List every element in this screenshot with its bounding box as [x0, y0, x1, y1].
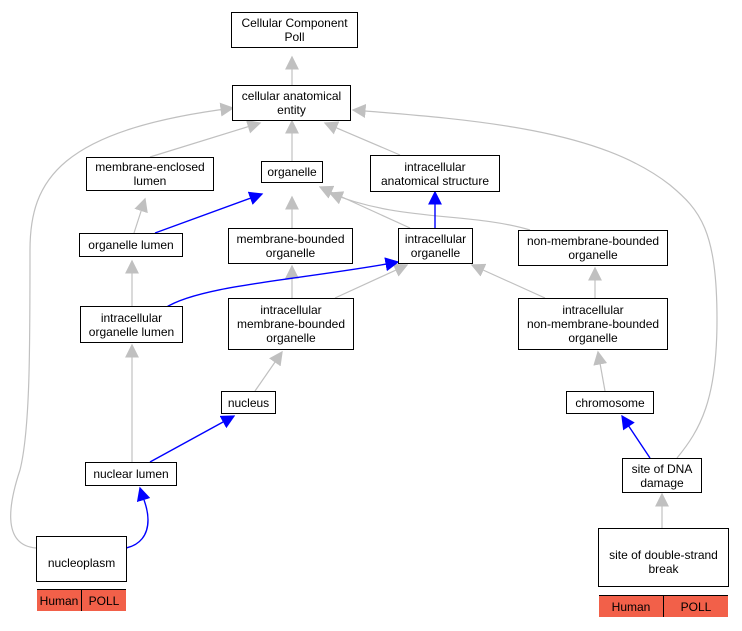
- node-nuclear-lumen[interactable]: nuclear lumen: [85, 462, 177, 486]
- node-organelle-lumen[interactable]: organelle lumen: [79, 233, 183, 257]
- node-organelle[interactable]: organelle: [261, 161, 323, 183]
- edge-chromosome-inmbo: [593, 350, 608, 392]
- edge-np-nl: [125, 486, 151, 549]
- node-intracellular-membrane-bounded-organelle[interactable]: intracellular membrane-bounded organelle: [228, 298, 354, 350]
- annotation-row: Human POLL: [599, 595, 728, 617]
- node-site-of-double-strand-break[interactable]: site of double-strand break Human POLL: [598, 528, 729, 617]
- edge-np-cae: [10, 102, 235, 549]
- node-intracellular-organelle[interactable]: intracellular organelle: [398, 228, 473, 264]
- graph-edges: [10, 55, 718, 549]
- edge-ias-cae: [323, 121, 401, 156]
- edge-ol-organelle: [154, 191, 264, 234]
- edge-ol-mel: [133, 197, 148, 234]
- edge-io-organelle: [318, 185, 411, 229]
- annotation-species-tag[interactable]: Human: [599, 596, 663, 617]
- node-intracellular-anatomical-structure[interactable]: intracellular anatomical structure: [370, 155, 500, 192]
- annotation-species-tag[interactable]: Human: [37, 590, 81, 611]
- edge-iol-io: [164, 257, 400, 309]
- edge-mel-cae: [149, 120, 262, 158]
- node-chromosome[interactable]: chromosome: [566, 391, 654, 414]
- annotation-gene-tag[interactable]: POLL: [81, 590, 126, 611]
- edge-nmbo-organelle: [328, 191, 531, 231]
- node-nucleus[interactable]: nucleus: [221, 391, 276, 414]
- edge-inmbo-io: [470, 263, 546, 299]
- node-membrane-bounded-organelle[interactable]: membrane-bounded organelle: [228, 228, 353, 264]
- node-membrane-enclosed-lumen[interactable]: membrane-enclosed lumen: [86, 157, 214, 191]
- node-nucleoplasm[interactable]: nucleoplasm Human POLL: [36, 536, 127, 611]
- edge-sdd-cae: [351, 104, 718, 459]
- edge-sdd-chromosome: [621, 414, 651, 459]
- node-intracellular-organelle-lumen[interactable]: intracellular organelle lumen: [80, 306, 183, 343]
- ontology-graph: Cellular Component Poll cellular anatomi…: [10, 12, 729, 617]
- annotation-gene-tag[interactable]: POLL: [663, 596, 728, 617]
- node-nucleoplasm-label: nucleoplasm: [47, 556, 116, 570]
- node-intracellular-non-membrane-bounded-organelle[interactable]: intracellular non-membrane-bounded organ…: [518, 298, 668, 350]
- node-site-of-dna-damage[interactable]: site of DNA damage: [622, 458, 702, 493]
- node-non-membrane-bounded-organelle[interactable]: non-membrane-bounded organelle: [518, 230, 668, 266]
- annotation-row: Human POLL: [37, 589, 126, 611]
- node-cellular-anatomical-entity[interactable]: cellular anatomical entity: [232, 85, 351, 121]
- edge-nucleus-imbo: [254, 350, 283, 392]
- node-site-of-double-strand-break-label: site of double-strand break: [609, 548, 718, 576]
- node-cellular-component[interactable]: Cellular Component Poll: [231, 12, 358, 48]
- edge-nl-nucleus: [149, 415, 236, 463]
